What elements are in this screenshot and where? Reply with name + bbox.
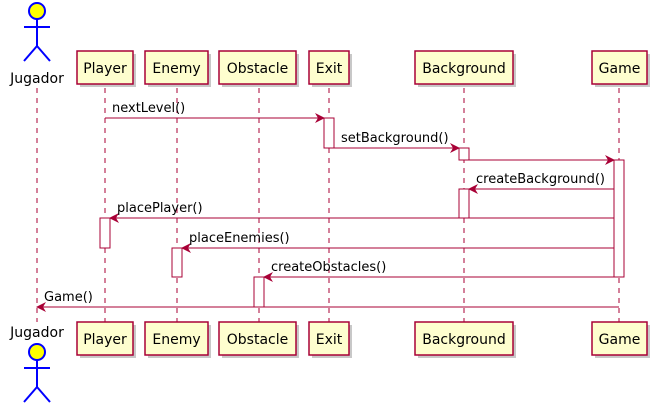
participant-bottom-game: Game xyxy=(591,321,650,358)
participant-top-background: Background xyxy=(414,50,516,87)
message-5: placeEnemies() xyxy=(181,231,614,253)
participant-label: Game xyxy=(599,61,641,77)
participant-heads: JugadorJugadorPlayerPlayerEnemyEnemyObst… xyxy=(9,2,650,403)
participant-bottom-background: Background xyxy=(414,321,516,358)
activation-bar-player xyxy=(99,217,111,249)
message-1: setBackground() xyxy=(334,131,460,153)
participant-bottom-obstacle: Obstacle xyxy=(218,321,299,358)
participant-top-game: Game xyxy=(591,50,650,87)
message-label: createBackground() xyxy=(476,172,605,187)
participant-box xyxy=(308,321,350,356)
participant-box xyxy=(591,321,648,356)
participant-label: Player xyxy=(83,332,127,348)
participant-box xyxy=(76,321,134,356)
message-6: createObstacles() xyxy=(263,260,614,282)
participant-label: Enemy xyxy=(152,61,200,77)
participant-top-enemy: Enemy xyxy=(144,50,211,87)
activation-bar-game xyxy=(613,159,625,278)
message-label: setBackground() xyxy=(341,131,449,146)
activation-bar-enemy xyxy=(171,247,183,278)
message-label: placePlayer() xyxy=(117,201,203,216)
participant-box xyxy=(76,50,134,85)
participant-label: Exit xyxy=(316,61,343,77)
message-3: createBackground() xyxy=(468,172,614,194)
participant-bottom-player: Player xyxy=(76,321,136,358)
message-label: createObstacles() xyxy=(271,260,386,275)
messages: nextLevel() setBackground() createBackgrou… xyxy=(36,101,619,312)
participant-label: Obstacle xyxy=(227,61,288,77)
actor-label: Jugador xyxy=(9,71,64,87)
participant-top-player: Player xyxy=(76,50,136,87)
participant-box xyxy=(144,50,209,85)
message-label: nextLevel() xyxy=(112,101,185,116)
participant-box xyxy=(414,50,514,85)
participant-box xyxy=(218,50,297,85)
actor-icon xyxy=(23,2,51,62)
participant-bottom-exit: Exit xyxy=(308,321,352,358)
actor-icon xyxy=(23,343,51,403)
message-4: placePlayer() xyxy=(109,201,614,223)
participant-top-obstacle: Obstacle xyxy=(218,50,299,87)
participant-label: Game xyxy=(599,332,641,348)
activation-bar-obstacle xyxy=(253,276,265,308)
participant-label: Enemy xyxy=(152,332,200,348)
message-0: nextLevel() xyxy=(105,101,325,123)
participant-box xyxy=(414,321,514,356)
participant-label: Background xyxy=(422,61,506,77)
message-label: placeEnemies() xyxy=(189,231,290,246)
activation-bar-exit xyxy=(323,117,335,149)
message-label: Game() xyxy=(44,290,93,305)
participant-label: Exit xyxy=(316,332,343,348)
actor-label: Jugador xyxy=(9,325,64,341)
actor-bottom-jugador: Jugador xyxy=(9,325,64,403)
participant-box xyxy=(144,321,209,356)
participant-box xyxy=(308,50,350,85)
activation-bar-background xyxy=(458,147,470,161)
participant-label: Player xyxy=(83,61,127,77)
message-7: Game() xyxy=(36,290,619,312)
actor-top-jugador: Jugador xyxy=(9,2,64,87)
participant-top-exit: Exit xyxy=(308,50,352,87)
participant-box xyxy=(218,321,297,356)
participant-label: Background xyxy=(422,332,506,348)
participant-box xyxy=(591,50,648,85)
activation-bar-background xyxy=(458,188,470,219)
participant-bottom-enemy: Enemy xyxy=(144,321,211,358)
participant-label: Obstacle xyxy=(227,332,288,348)
